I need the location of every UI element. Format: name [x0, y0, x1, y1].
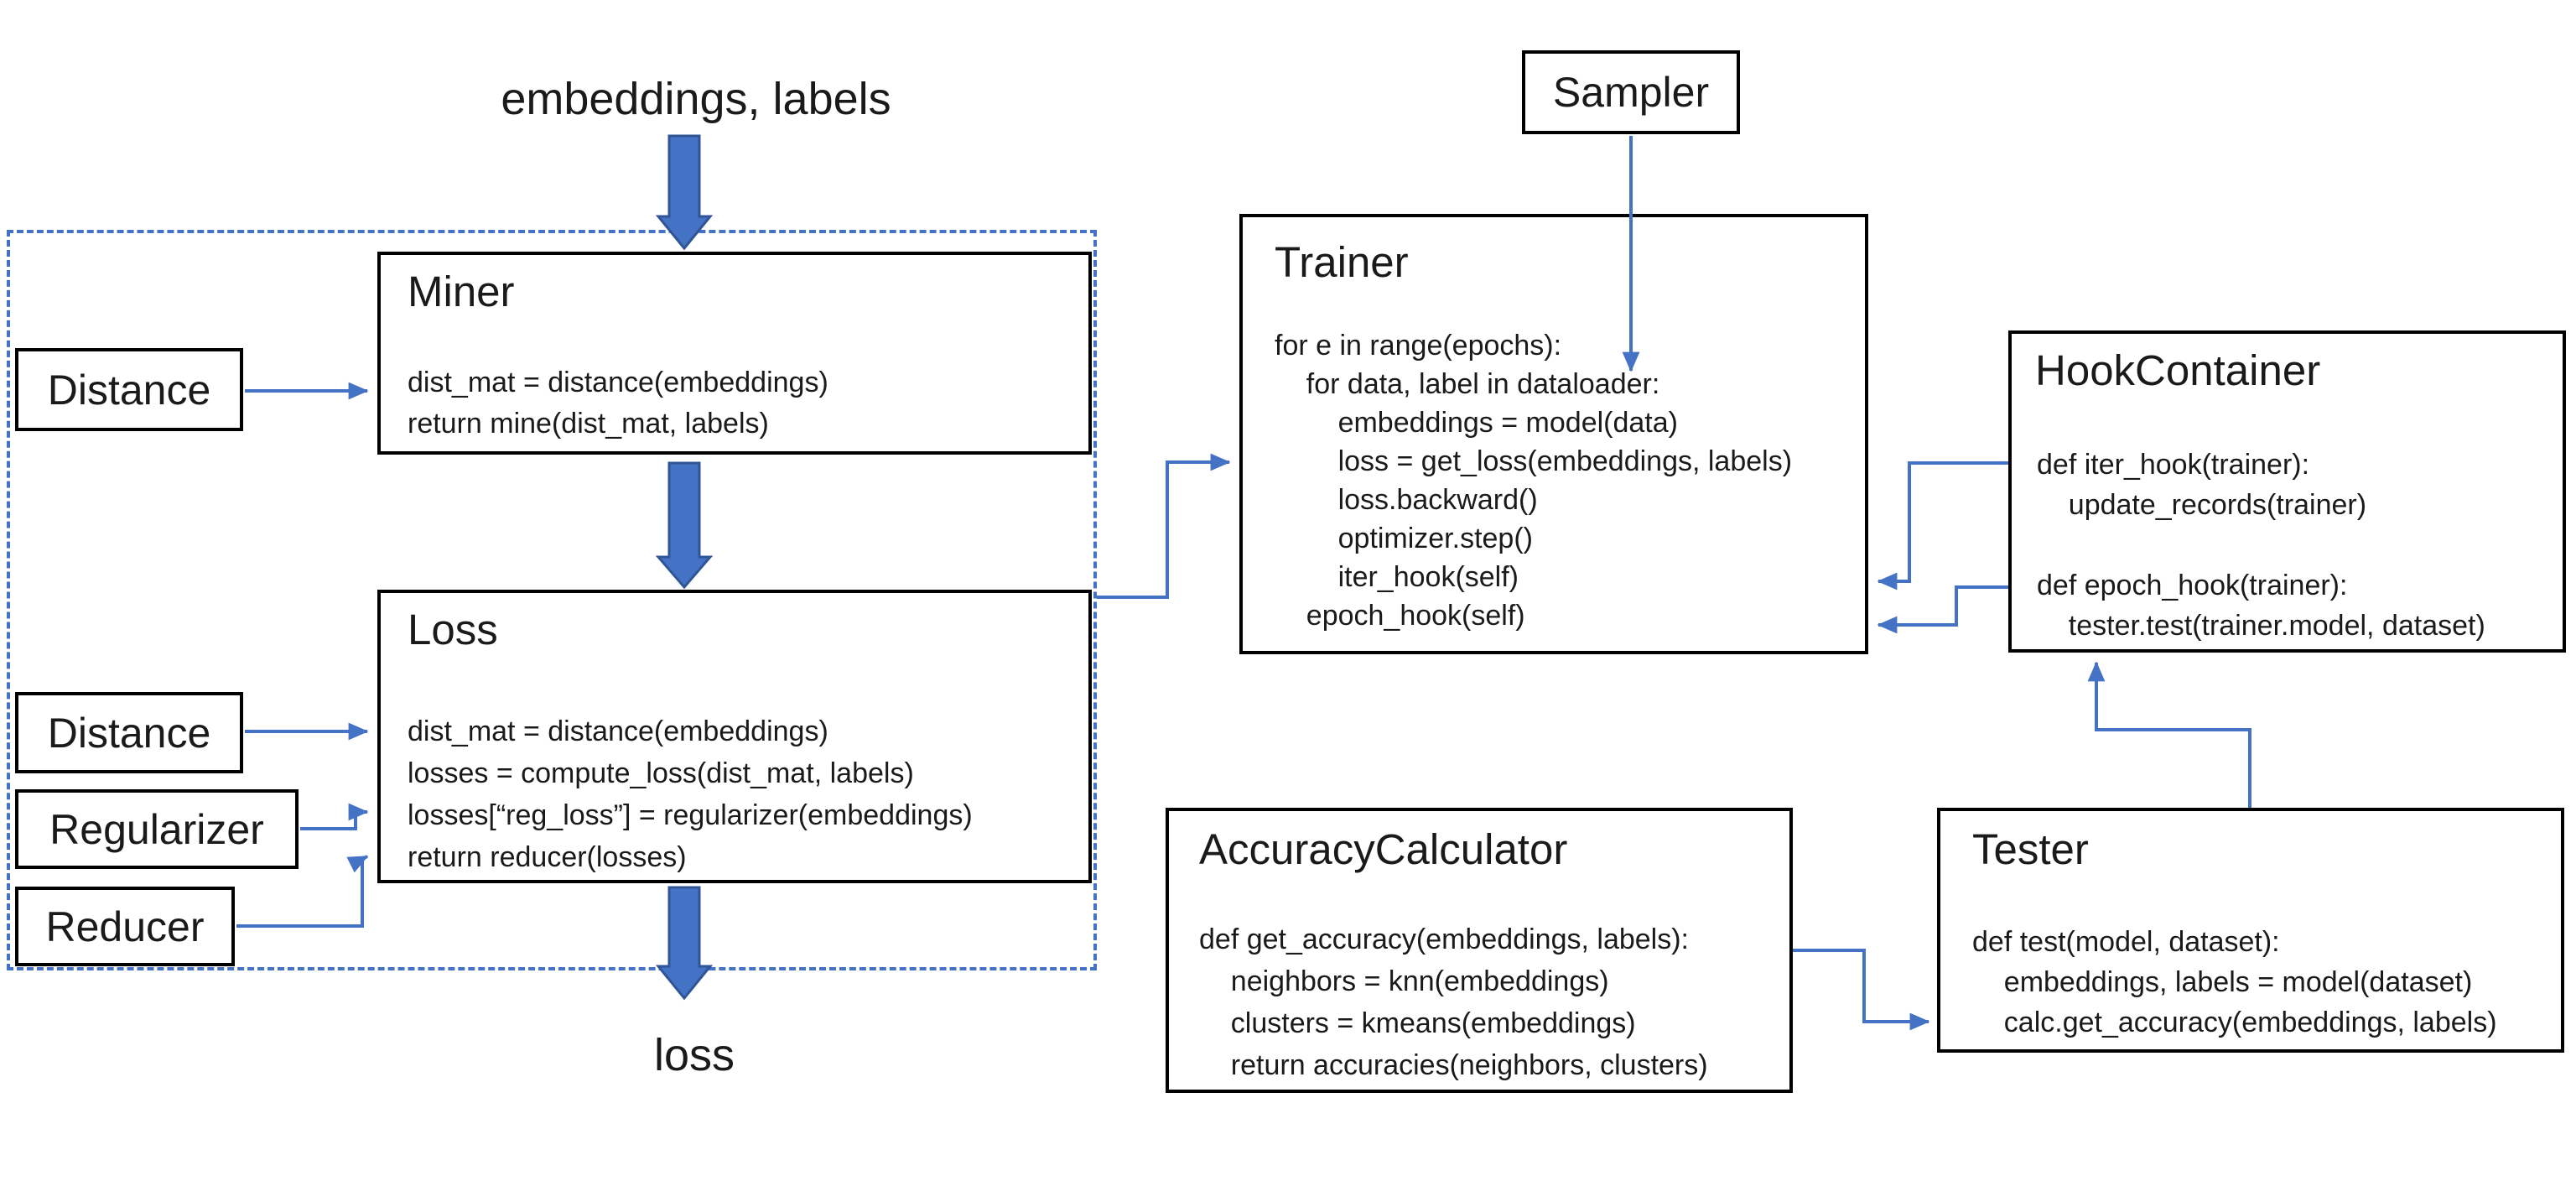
distance-label: Distance [47, 709, 211, 757]
distance-box-loss: Distance [15, 692, 243, 773]
distance-label: Distance [47, 366, 211, 414]
hook-container-box: HookContainer def iter_hook(trainer): up… [2008, 330, 2566, 653]
arrow-loss-to-trainer [1097, 453, 1231, 599]
miner-box: Miner dist_mat = distance(embeddings) re… [377, 252, 1092, 455]
distance-box-miner: Distance [15, 348, 243, 431]
arrow-accuracy-calculator-to-tester [1793, 949, 1930, 1031]
loss-title: Loss [408, 606, 498, 653]
regularizer-label: Regularizer [49, 805, 264, 853]
arrow-hook-epoch-to-trainer [1877, 585, 2008, 634]
trainer-box: Trainer for e in range(epochs): for data… [1239, 214, 1868, 654]
loss-module-group-border [7, 230, 1097, 970]
hook-container-title: HookContainer [2035, 346, 2321, 394]
accuracy-calculator-code: def get_accuracy(embeddings, labels): ne… [1199, 923, 1708, 1081]
hook-container-code: def iter_hook(trainer): update_records(t… [2037, 449, 2485, 642]
miner-title: Miner [408, 268, 515, 315]
miner-code: dist_mat = distance(embeddings) return m… [408, 367, 828, 440]
tester-title: Tester [1972, 825, 2089, 873]
reducer-label: Reducer [45, 903, 205, 950]
loss-code: dist_mat = distance(embeddings) losses =… [408, 715, 973, 873]
tester-box: Tester def test(model, dataset): embeddi… [1937, 808, 2564, 1053]
sampler-title: Sampler [1552, 69, 1710, 116]
regularizer-box: Regularizer [15, 789, 299, 869]
trainer-code: for e in range(epochs): for data, label … [1275, 330, 1793, 632]
trainer-title: Trainer [1275, 238, 1409, 286]
accuracy-calculator-title: AccuracyCalculator [1199, 825, 1568, 873]
input-label: embeddings, labels [501, 74, 891, 124]
output-label: loss [653, 1030, 735, 1080]
reducer-box: Reducer [15, 887, 235, 966]
loss-box: Loss dist_mat = distance(embeddings) los… [377, 590, 1092, 883]
sampler-box: Sampler [1522, 50, 1740, 134]
tester-code: def test(model, dataset): embeddings, la… [1972, 926, 2497, 1038]
accuracy-calculator-box: AccuracyCalculator def get_accuracy(embe… [1166, 808, 1793, 1093]
arrow-tester-to-hook-container [2087, 661, 2251, 808]
arrow-hook-iter-to-trainer [1877, 461, 2008, 590]
